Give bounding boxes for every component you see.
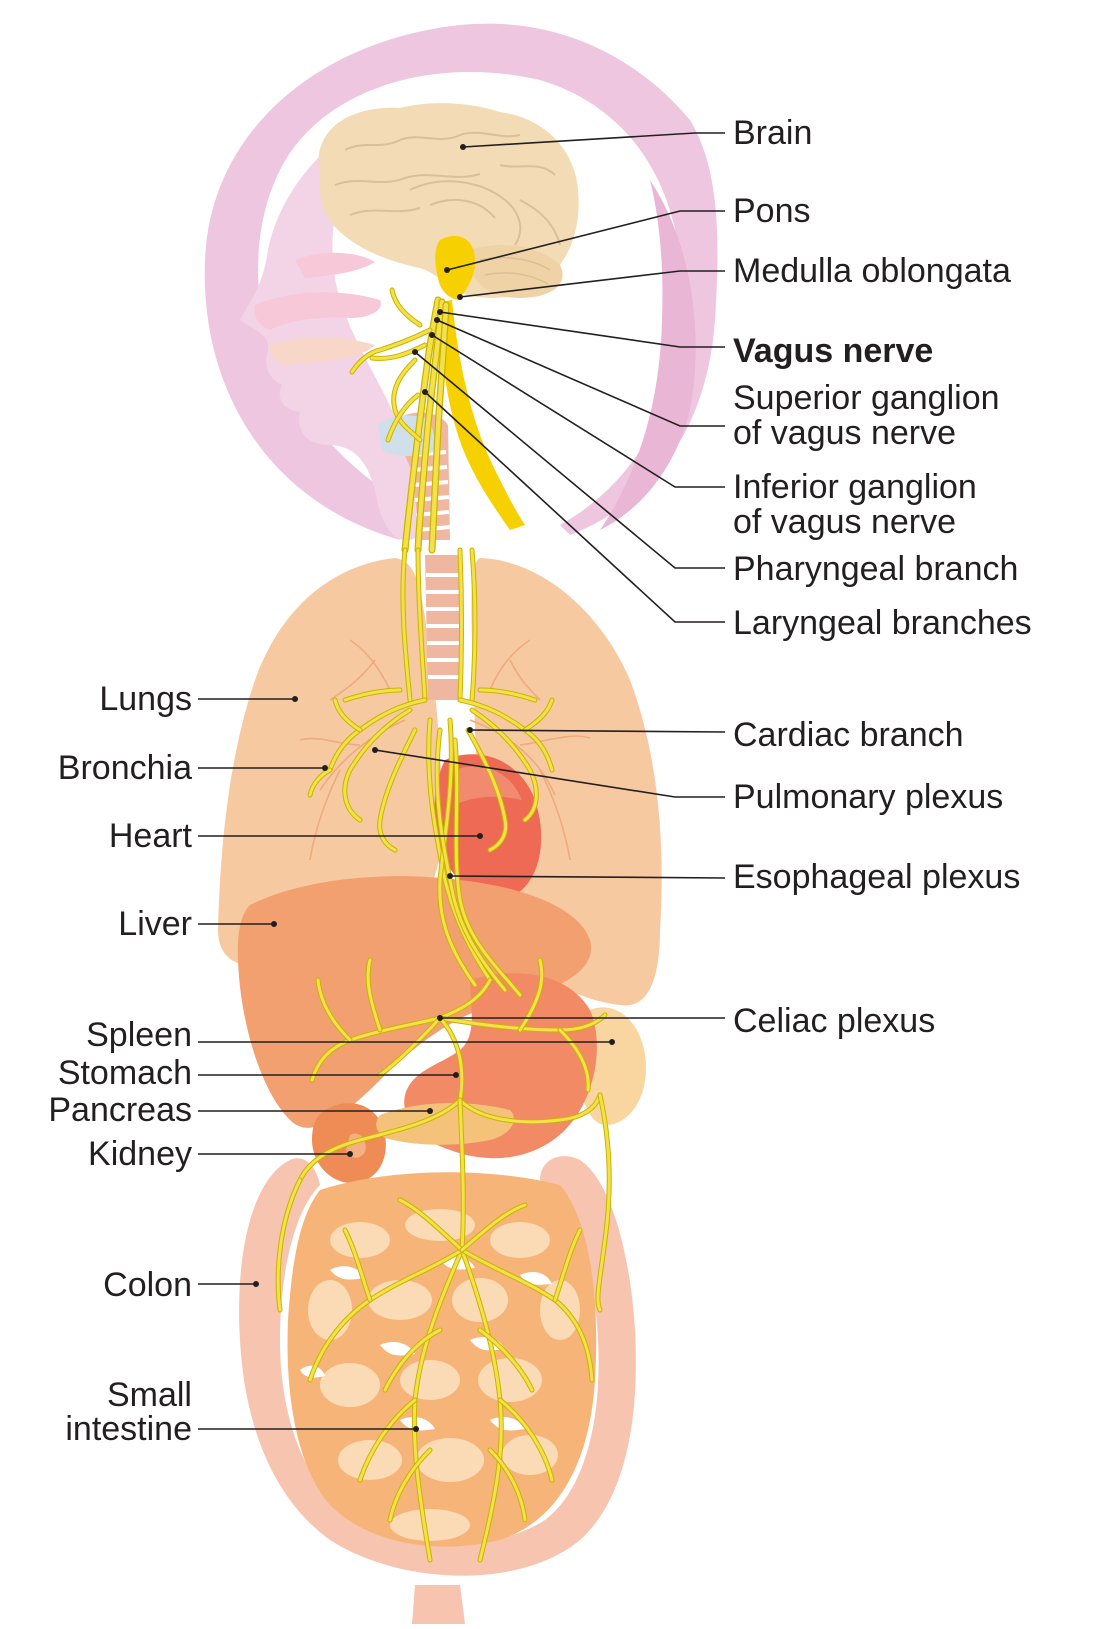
nerve-branch — [453, 738, 522, 997]
nerve-branch — [458, 1098, 465, 1252]
nerve-branch — [498, 1398, 554, 1482]
nerve-branch — [358, 1398, 417, 1482]
leader-pharyngeal — [414, 351, 725, 569]
label-esophageal-plexus: Esophageal plexus — [733, 858, 1020, 896]
leader-superior-ganglion — [436, 319, 725, 427]
label-pancreas: Pancreas — [48, 1091, 192, 1129]
trachea — [425, 555, 462, 700]
nerve-branch — [401, 548, 412, 702]
label-medulla-oblongata: Medulla oblongata — [733, 252, 1011, 290]
nerve-branch — [386, 393, 420, 442]
nerve-branch — [427, 718, 492, 982]
nerve-branch — [398, 1198, 464, 1252]
leader-lines — [198, 132, 726, 1430]
nerve-branch — [470, 708, 538, 822]
nerve-branch — [333, 698, 362, 732]
label-stomach: Stomach — [58, 1054, 192, 1092]
label-brain: Brain — [733, 114, 812, 152]
nerve-branch — [350, 328, 432, 374]
nerve-branch — [558, 1028, 590, 1092]
label-spleen: Spleen — [86, 1016, 192, 1054]
leader-esophageal — [449, 875, 726, 879]
nerve-branch — [460, 1203, 527, 1252]
nerve-branch — [378, 1016, 442, 1077]
nerve-branch — [316, 978, 352, 1042]
colon — [239, 1156, 636, 1576]
nerve-branch — [415, 299, 445, 553]
nerve-branch — [343, 1228, 372, 1302]
leader-cardiac — [469, 729, 726, 733]
nerve-branch — [466, 728, 508, 852]
label-laryngeal-branches: Laryngeal branches — [733, 604, 1032, 642]
label-vagus-nerve: Vagus nerve — [733, 332, 933, 370]
leader-brain — [462, 132, 725, 148]
vagus-nerve-network — [275, 287, 612, 1563]
label-heart: Heart — [109, 817, 193, 855]
label-lungs: Lungs — [99, 680, 192, 718]
leader-inferior-ganglion — [431, 334, 725, 488]
rectum — [412, 1585, 465, 1624]
nerve-branch — [308, 768, 332, 797]
nerve-branch — [390, 288, 422, 327]
labels-right: Brain Pons Medulla oblongata Vagus nerve… — [733, 114, 1032, 1040]
nerve-branch — [388, 1448, 432, 1522]
nerve-branch — [458, 548, 463, 702]
label-celiac-plexus: Celiac plexus — [733, 1002, 935, 1040]
leader-laryngeal — [424, 391, 725, 623]
nerve-branch — [518, 958, 544, 1032]
label-bronchia: Bronchia — [58, 749, 192, 787]
nerve-branch — [383, 1328, 442, 1392]
nerve-branch — [370, 343, 427, 360]
nerve-branch — [276, 1178, 302, 1312]
label-pharyngeal-branch: Pharyngeal branch — [733, 550, 1018, 588]
nerve-branch — [366, 958, 382, 1032]
nerve-branch — [438, 718, 477, 987]
nerve-branch — [478, 1328, 534, 1392]
head-silhouette — [204, 23, 718, 540]
leader-pons — [446, 210, 725, 271]
label-pons: Pons — [733, 192, 811, 230]
nerve-branch — [553, 1228, 582, 1302]
leader-pulmonary — [374, 749, 725, 798]
nerve-branch — [458, 1093, 602, 1124]
label-pulmonary-plexus: Pulmonary plexus — [733, 778, 1003, 816]
nerve-branch — [438, 1016, 464, 1102]
nerve-branch — [392, 358, 422, 442]
labels-left: Lungs Bronchia Heart Liver Spleen Stomac… — [48, 680, 192, 1448]
nerve-branch — [478, 688, 537, 702]
nerve-branch — [343, 708, 412, 822]
leader-medulla — [459, 270, 725, 298]
nerve-branch — [435, 728, 507, 992]
nerve-branch — [298, 1098, 462, 1182]
nerve-branch-outline — [389, 287, 423, 328]
label-kidney: Kidney — [88, 1135, 192, 1173]
nerve-branch — [523, 698, 554, 732]
nerve-branch — [488, 1448, 527, 1522]
nerve-branch — [438, 1013, 607, 1032]
label-cardiac-branch: Cardiac branch — [733, 716, 964, 754]
nerve-branch — [343, 688, 402, 702]
label-colon: Colon — [103, 1266, 192, 1304]
leader-dots — [253, 144, 615, 1432]
nerve-branch — [416, 548, 427, 702]
heart — [434, 754, 542, 899]
nerve-branch — [470, 548, 477, 702]
liver — [237, 876, 592, 1128]
label-liver: Liver — [118, 905, 192, 943]
leader-vagus — [439, 311, 725, 348]
nerve-branch — [438, 978, 492, 1020]
nerve-branch — [596, 1093, 611, 1312]
